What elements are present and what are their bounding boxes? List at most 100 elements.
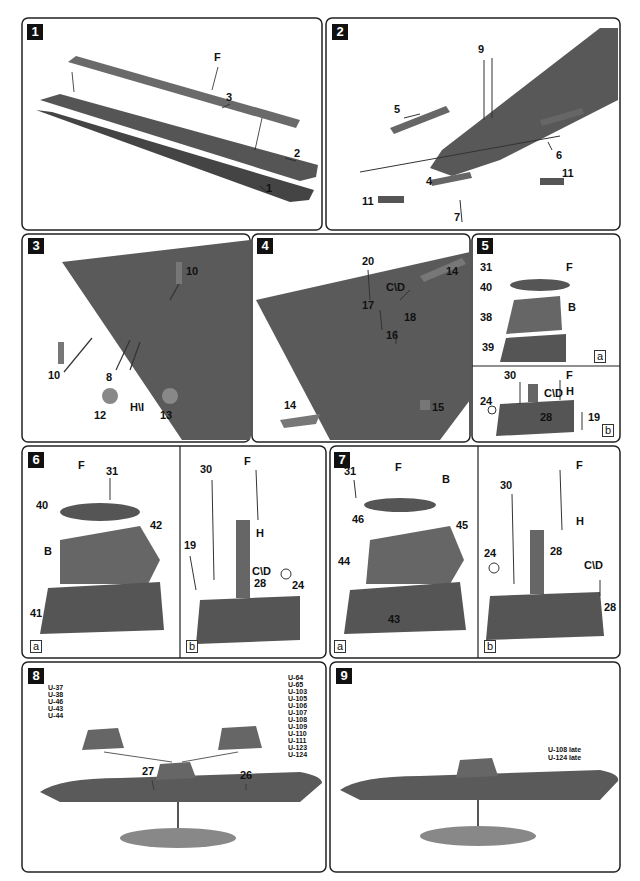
callout-number: 28 [604,602,616,613]
variant-label: U-109 [288,723,307,730]
variant-label: U-44 [48,712,63,719]
callout-number: 5 [394,104,400,115]
callout-number: 28 [540,412,552,423]
callout-number: 31 [106,466,118,477]
callout-number: 11 [562,168,574,179]
variant-label: U-106 [288,702,307,709]
step-number: 6 [28,452,44,468]
sub-step-letter: a [594,350,606,363]
variant-label: U-108 late [548,746,581,753]
callout-number: 14 [446,266,458,277]
callout-number: 40 [480,282,492,293]
variant-label: U-37 [48,684,63,691]
callout-number: F [395,462,402,473]
callout-number: 24 [292,580,304,591]
callout-number: B [442,474,450,485]
sub-step-letter: b [484,640,496,653]
callout-number: 11 [362,196,374,207]
variant-label: U-65 [288,681,303,688]
callout-number: 28 [254,578,266,589]
callout-number: 3 [226,92,232,103]
variant-label: U-111 [288,737,306,744]
callout-number: 17 [362,300,374,311]
variant-label: U-43 [48,705,63,712]
callout-number: 19 [184,540,196,551]
variant-label: U-46 [48,698,63,705]
callout-number: 18 [404,312,416,323]
callout-number: 30 [200,464,212,475]
variant-label: U-38 [48,691,63,698]
callout-number: 24 [484,548,496,559]
callout-number: 10 [48,370,60,381]
variant-label: U-107 [288,709,307,716]
callout-number: F [576,460,583,471]
callout-number: 28 [550,546,562,557]
callout-number: 16 [386,330,398,341]
callout-number: F [78,460,85,471]
callout-number: 14 [284,400,296,411]
callout-number: F [566,370,573,381]
callout-number: B [44,546,52,557]
variant-label: U-110 [288,730,307,737]
callout-number: H [566,386,574,397]
callout-number: 45 [456,520,468,531]
callout-number: 40 [36,500,48,511]
callout-number: 44 [338,556,350,567]
callout-number: 15 [432,402,444,413]
sub-step-letter: b [602,424,614,437]
callout-number: 30 [500,480,512,491]
sub-step-letter: b [186,640,198,653]
callout-number: 27 [142,766,154,777]
variant-label: U-105 [288,695,307,702]
sub-step-letter: a [334,640,346,653]
callout-number: 38 [480,312,492,323]
step-number: 1 [27,24,43,40]
variant-label: U-124 [288,751,307,758]
callout-number: 31 [344,466,356,477]
callout-number: C\D [252,566,271,577]
callout-number: 12 [94,410,106,421]
callout-number: F [566,262,573,273]
callout-number: F [214,52,221,63]
callout-number: 46 [352,514,364,525]
step-number: 8 [28,668,44,684]
callout-number: 2 [294,148,300,159]
callout-number: H\I [130,402,144,413]
callout-number: 42 [150,520,162,531]
callout-number: 26 [240,770,252,781]
callout-number: 19 [588,412,600,423]
callout-number: 20 [362,256,374,267]
step-number: 2 [332,24,348,40]
callout-number: 7 [454,212,460,223]
callout-number: B [568,302,576,313]
callout-number: C\D [544,388,563,399]
variant-label: U-64 [288,674,303,681]
callout-number: F [244,456,251,467]
callout-number: 30 [504,370,516,381]
callout-number: 43 [388,614,400,625]
variant-label: U-108 [288,716,307,723]
callout-number: 39 [482,342,494,353]
callout-number: 31 [480,262,492,273]
callout-number: C\D [386,282,405,293]
callout-number: 13 [160,410,172,421]
callout-number: 8 [106,372,112,383]
step-number: 5 [477,238,493,254]
callout-number: 9 [478,44,484,55]
step-number: 3 [28,238,44,254]
variant-label: U-123 [288,744,307,751]
variant-label: U-103 [288,688,307,695]
sub-step-letter: a [30,640,42,653]
callout-number: H [256,528,264,539]
step-number: 9 [336,668,352,684]
variant-label: U-124 late [548,754,581,761]
step-number: 4 [257,238,273,254]
callout-number: H [576,516,584,527]
callout-number: 41 [30,608,42,619]
callout-number: 10 [186,266,198,277]
callout-number: C\D [584,560,603,571]
callout-number: 4 [426,176,432,187]
callout-number: 6 [556,150,562,161]
callout-number: 1 [266,183,272,194]
